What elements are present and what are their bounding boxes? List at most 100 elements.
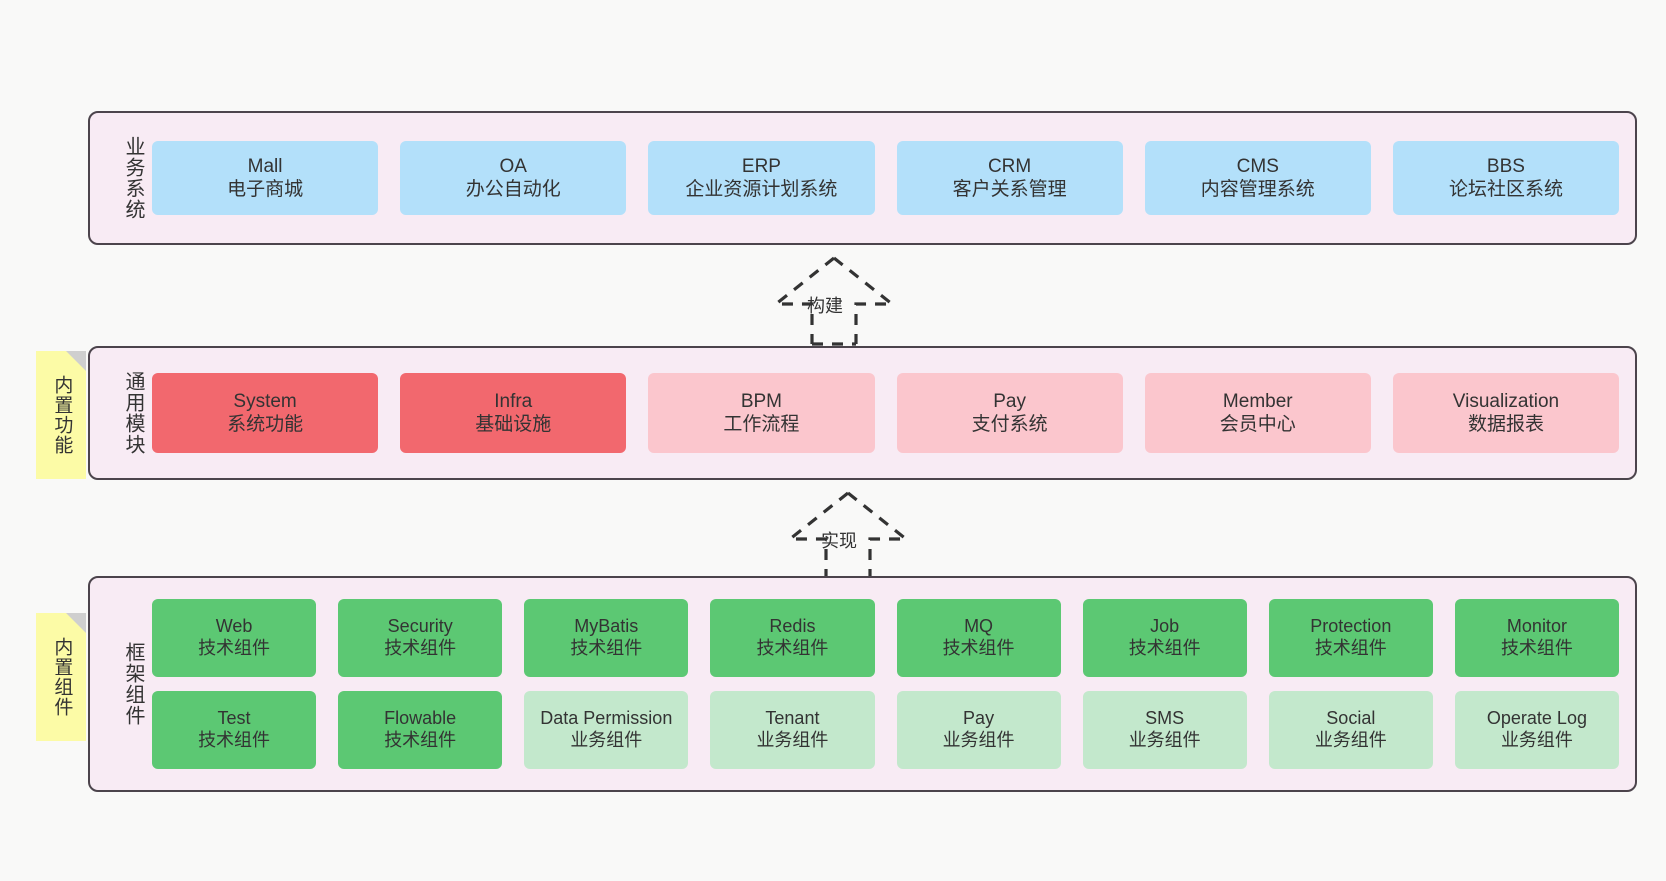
cell-operate-log[interactable]: Operate Log 业务组件 — [1454, 691, 1619, 769]
cell-subtitle: 论坛社区系统 — [1448, 179, 1563, 200]
cell-subtitle: 技术组件 — [1128, 638, 1201, 658]
cell-title: Operate Log — [1486, 708, 1587, 729]
cell-pay-module[interactable]: Pay 支付系统 — [896, 373, 1123, 453]
cell-title: Pay — [963, 708, 995, 729]
cell-title: Data Permission — [540, 708, 673, 729]
cell-test[interactable]: Test 技术组件 — [152, 691, 317, 769]
cell-title: System — [233, 390, 297, 412]
layer-business-row: Mall 电子商城 OA 办公自动化 ERP 企业资源计划系统 CRM 客户关系… — [152, 141, 1620, 215]
arrow-outline-right — [833, 256, 897, 344]
cell-title: MQ — [964, 616, 994, 637]
cell-subtitle: 技术组件 — [942, 638, 1015, 658]
cell-title: Mall — [247, 155, 283, 177]
cell-erp[interactable]: ERP 企业资源计划系统 — [648, 141, 875, 215]
layer-common-row: System 系统功能 Infra 基础设施 BPM 工作流程 Pay 支付系统… — [152, 373, 1620, 453]
cell-subtitle: 业务组件 — [942, 730, 1015, 750]
cell-title: Redis — [769, 616, 816, 637]
cell-title: Web — [215, 616, 253, 637]
cell-title: ERP — [741, 155, 781, 177]
cell-subtitle: 业务组件 — [1314, 730, 1387, 750]
cell-subtitle: 电子商城 — [227, 179, 304, 200]
cell-subtitle: 客户关系管理 — [952, 179, 1067, 200]
cell-title: Member — [1222, 390, 1293, 412]
cell-subtitle: 业务组件 — [1500, 730, 1573, 750]
cell-oa[interactable]: OA 办公自动化 — [400, 141, 627, 215]
sticky-note-builtin-components: 内置组件 — [36, 613, 86, 741]
arrow-outline-left — [771, 256, 835, 344]
cell-member[interactable]: Member 会员中心 — [1144, 373, 1371, 453]
cell-subtitle: 技术组件 — [570, 638, 643, 658]
cell-tenant[interactable]: Tenant 业务组件 — [710, 691, 875, 769]
cell-data-permission[interactable]: Data Permission 业务组件 — [524, 691, 689, 769]
sticky-label: 内置组件 — [51, 637, 73, 717]
cell-title: BPM — [740, 390, 783, 412]
arrow-outline-right — [847, 491, 911, 579]
cell-redis[interactable]: Redis 技术组件 — [710, 599, 875, 677]
cell-subtitle: 技术组件 — [198, 730, 271, 750]
cell-title: Pay — [993, 390, 1026, 412]
arrow-label-build: 构建 — [807, 296, 843, 316]
cell-subtitle: 工作流程 — [723, 414, 800, 435]
cell-bpm[interactable]: BPM 工作流程 — [648, 373, 875, 453]
arrow-implement: 实现 — [758, 487, 938, 581]
cell-subtitle: 技术组件 — [756, 638, 829, 658]
cell-title: Visualization — [1452, 390, 1560, 412]
cell-sms[interactable]: SMS 业务组件 — [1082, 691, 1247, 769]
cell-subtitle: 数据报表 — [1467, 414, 1544, 435]
layer-framework-row-business: Test 技术组件 Flowable 技术组件 Data Permission … — [152, 691, 1619, 769]
cell-security[interactable]: Security 技术组件 — [338, 599, 503, 677]
cell-system[interactable]: System 系统功能 — [152, 373, 379, 453]
cell-crm[interactable]: CRM 客户关系管理 — [896, 141, 1123, 215]
arrow-outline-left — [785, 491, 849, 579]
cell-title: Monitor — [1506, 616, 1567, 637]
layer-common-cells: System 系统功能 Infra 基础设施 BPM 工作流程 Pay 支付系统… — [144, 373, 1635, 453]
cell-title: Social — [1326, 708, 1376, 729]
cell-title: OA — [499, 155, 527, 177]
cell-social[interactable]: Social 业务组件 — [1268, 691, 1433, 769]
cell-job[interactable]: Job 技术组件 — [1082, 599, 1247, 677]
cell-protection[interactable]: Protection 技术组件 — [1268, 599, 1433, 677]
layer-business-systems: 业务系统 Mall 电子商城 OA 办公自动化 ERP 企业资源计划系统 CRM… — [88, 111, 1637, 245]
cell-bbs[interactable]: BBS 论坛社区系统 — [1392, 141, 1620, 215]
cell-title: Job — [1150, 616, 1180, 637]
cell-subtitle: 支付系统 — [971, 414, 1048, 435]
layer-label-business: 业务系统 — [122, 136, 144, 220]
cell-title: Infra — [494, 390, 533, 412]
cell-title: Test — [217, 708, 251, 729]
cell-monitor[interactable]: Monitor 技术组件 — [1454, 599, 1619, 677]
cell-subtitle: 技术组件 — [1314, 638, 1387, 658]
cell-subtitle: 业务组件 — [756, 730, 829, 750]
cell-subtitle: 基础设施 — [475, 414, 552, 435]
cell-title: Protection — [1310, 616, 1392, 637]
cell-title: BBS — [1486, 155, 1525, 177]
cell-cms[interactable]: CMS 内容管理系统 — [1144, 141, 1371, 215]
layer-label-framework: 框架组件 — [122, 642, 144, 726]
cell-subtitle: 企业资源计划系统 — [685, 179, 838, 200]
sticky-fold-icon — [66, 613, 86, 633]
layer-common-modules: 通用模块 System 系统功能 Infra 基础设施 BPM 工作流程 Pay… — [88, 346, 1637, 480]
cell-mybatis[interactable]: MyBatis 技术组件 — [524, 599, 689, 677]
cell-title: MyBatis — [574, 616, 639, 637]
cell-pay-component[interactable]: Pay 业务组件 — [896, 691, 1061, 769]
cell-subtitle: 内容管理系统 — [1200, 179, 1315, 200]
cell-infra[interactable]: Infra 基础设施 — [400, 373, 627, 453]
cell-title: Flowable — [384, 708, 457, 729]
layer-framework-cells: Web 技术组件 Security 技术组件 MyBatis 技术组件 Redi… — [144, 599, 1635, 769]
layer-framework-components: 框架组件 Web 技术组件 Security 技术组件 MyBatis 技术组件… — [88, 576, 1637, 792]
cell-flowable[interactable]: Flowable 技术组件 — [338, 691, 503, 769]
sticky-note-builtin-features: 内置功能 — [36, 351, 86, 479]
sticky-fold-icon — [66, 351, 86, 371]
arrow-label-implement: 实现 — [821, 531, 857, 551]
cell-title: SMS — [1145, 708, 1185, 729]
cell-subtitle: 会员中心 — [1219, 414, 1296, 435]
cell-subtitle: 技术组件 — [198, 638, 271, 658]
cell-mq[interactable]: MQ 技术组件 — [896, 599, 1061, 677]
cell-mall[interactable]: Mall 电子商城 — [152, 141, 379, 215]
cell-visualization[interactable]: Visualization 数据报表 — [1392, 373, 1620, 453]
layer-business-cells: Mall 电子商城 OA 办公自动化 ERP 企业资源计划系统 CRM 客户关系… — [144, 141, 1635, 215]
cell-subtitle: 技术组件 — [384, 730, 457, 750]
layer-framework-row-tech: Web 技术组件 Security 技术组件 MyBatis 技术组件 Redi… — [152, 599, 1619, 677]
cell-web[interactable]: Web 技术组件 — [152, 599, 317, 677]
cell-title: Security — [387, 616, 453, 637]
